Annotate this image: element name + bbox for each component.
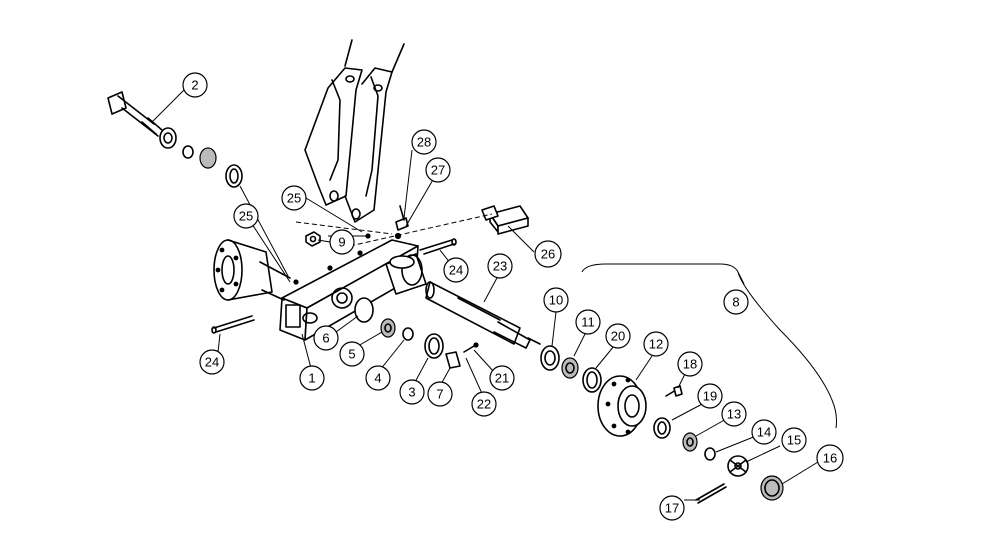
washer-4 — [402, 327, 414, 341]
svg-text:1: 1 — [308, 371, 315, 386]
svg-text:17: 17 — [665, 501, 679, 516]
callout-2: 2 — [182, 72, 208, 98]
callout-26: 26 — [534, 240, 562, 268]
callout-27: 27 — [425, 157, 451, 183]
callout-5: 5 — [339, 341, 365, 367]
assembly-centerline — [349, 213, 493, 247]
callout-28: 28 — [411, 129, 437, 155]
callout-20: 20 — [605, 323, 631, 349]
left-hub-flange — [213, 239, 291, 301]
svg-text:9: 9 — [338, 235, 345, 250]
svg-text:8: 8 — [732, 295, 739, 310]
svg-text:5: 5 — [348, 347, 355, 362]
svg-text:26: 26 — [541, 247, 555, 262]
svg-text:24: 24 — [449, 263, 463, 278]
svg-text:10: 10 — [549, 293, 563, 308]
pin-21 — [463, 342, 479, 353]
svg-text:14: 14 — [757, 425, 771, 440]
callout-16: 16 — [816, 444, 844, 472]
callout-22: 22 — [471, 391, 497, 417]
callout-23: 23 — [487, 253, 513, 279]
upright-bracket — [304, 39, 405, 223]
bracket-bolt — [394, 205, 409, 240]
cap-7 — [445, 351, 461, 369]
callout-11: 11 — [575, 309, 601, 335]
callout-8: 8 — [723, 289, 749, 315]
svg-text:6: 6 — [322, 331, 329, 346]
svg-text:24: 24 — [205, 355, 219, 370]
svg-text:28: 28 — [417, 135, 431, 150]
group-8-bracket — [581, 263, 837, 429]
callout-13: 13 — [721, 401, 747, 427]
bearing-cone-13 — [682, 432, 698, 452]
stud-bolt-18 — [665, 385, 683, 397]
seal-20 — [582, 367, 602, 393]
svg-text:3: 3 — [408, 385, 415, 400]
callout-3: 3 — [399, 379, 425, 405]
callout-6: 6 — [313, 325, 339, 351]
callout-14: 14 — [751, 419, 777, 445]
svg-text:25: 25 — [287, 191, 301, 206]
callout-7: 7 — [427, 381, 453, 407]
svg-text:20: 20 — [611, 329, 625, 344]
castle-nut-15 — [727, 455, 749, 477]
callout-24-upper: 24 — [443, 257, 469, 283]
mounting-block — [481, 205, 529, 235]
callout-15: 15 — [781, 427, 807, 453]
bearing-cup-11 — [561, 357, 579, 379]
svg-text:12: 12 — [649, 337, 663, 352]
callout-9: 9 — [329, 229, 355, 255]
callout-12: 12 — [643, 331, 669, 357]
callout-1: 1 — [299, 365, 325, 391]
svg-text:23: 23 — [493, 259, 507, 274]
svg-text:7: 7 — [436, 387, 443, 402]
svg-text:25: 25 — [239, 209, 253, 224]
bearing-cup-19 — [653, 417, 671, 439]
svg-text:11: 11 — [581, 315, 595, 330]
callout-10: 10 — [543, 287, 569, 313]
callout-25-upper: 25 — [281, 185, 307, 211]
svg-text:19: 19 — [703, 389, 717, 404]
svg-text:13: 13 — [727, 407, 741, 422]
svg-text:21: 21 — [495, 371, 509, 386]
bearing-5 — [380, 318, 396, 338]
dust-cap-16 — [760, 475, 784, 501]
callout-24-lower: 24 — [199, 349, 225, 375]
leader-lines — [151, 87, 819, 501]
through-bolt-upper — [419, 238, 457, 255]
through-bolt-lower — [211, 315, 255, 334]
callout-17: 17 — [659, 495, 685, 521]
svg-text:27: 27 — [431, 163, 445, 178]
callout-19: 19 — [697, 383, 723, 409]
axle-sleeve — [385, 253, 427, 295]
race-3 — [424, 333, 444, 359]
bearing-cone-10 — [540, 345, 560, 371]
seal-6 — [354, 297, 374, 323]
svg-text:22: 22 — [477, 397, 491, 412]
svg-text:4: 4 — [374, 371, 381, 386]
callout-18: 18 — [677, 351, 703, 377]
cotter-pin-17 — [695, 483, 727, 504]
callout-4: 4 — [365, 365, 391, 391]
shaft-centerline — [295, 221, 393, 235]
callout-21: 21 — [489, 365, 515, 391]
svg-text:15: 15 — [787, 433, 801, 448]
washer-14 — [704, 447, 716, 461]
wheel-hub-12 — [597, 375, 647, 437]
callout-25: 25 — [233, 203, 259, 229]
svg-text:2: 2 — [191, 78, 198, 93]
lock-nut — [305, 231, 321, 247]
svg-text:18: 18 — [683, 357, 697, 372]
svg-text:16: 16 — [823, 451, 837, 466]
shaft — [425, 281, 541, 349]
king-pin-bolt — [107, 91, 243, 188]
